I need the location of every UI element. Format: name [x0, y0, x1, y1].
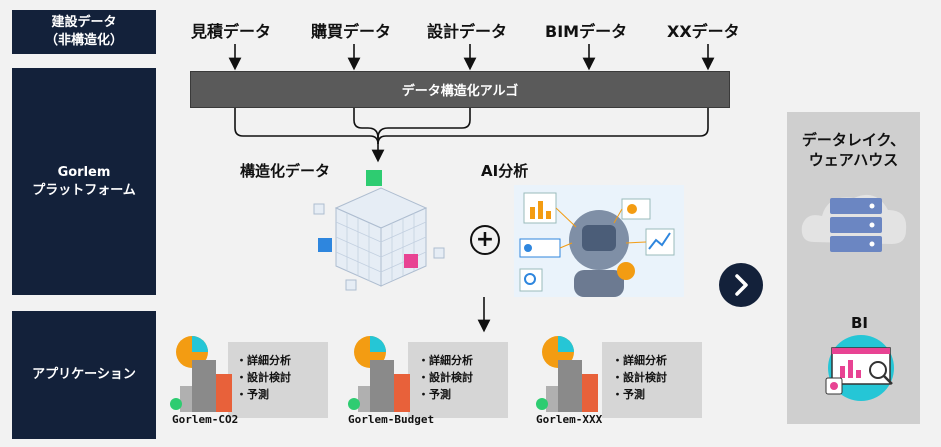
- structured-data-label: 構造化データ: [240, 162, 331, 180]
- app-co2-name: Gorlem-CO2: [172, 413, 239, 426]
- feature-item: ・設計検討: [236, 371, 291, 384]
- bi-label: BI: [851, 314, 869, 332]
- app-xxx-name: Gorlem-XXX: [536, 413, 603, 426]
- feature-item: ・設計検討: [612, 371, 667, 384]
- feature-item: ・設計検討: [418, 371, 473, 384]
- label-applications: アプリケーション: [12, 311, 156, 439]
- feature-item: ・予測: [418, 388, 451, 401]
- app-co2-features: ・詳細分析 ・設計検討 ・予測: [236, 352, 291, 403]
- data-structuring-algo-bar: データ構造化アルゴ: [190, 71, 730, 108]
- label-gorlem-platform: Gorlem プラットフォーム: [12, 68, 156, 295]
- app-card-budget: [408, 342, 508, 418]
- app-budget-features: ・詳細分析 ・設計検討 ・予測: [418, 352, 473, 403]
- feature-item: ・詳細分析: [418, 354, 473, 367]
- chevron-right-icon: [735, 274, 748, 296]
- next-arrow-button: [719, 263, 763, 307]
- source-bim-data: BIMデータ: [545, 22, 628, 41]
- app-card-co2: [228, 342, 328, 418]
- ai-analysis-label: AI分析: [481, 162, 529, 180]
- app-budget-name: Gorlem-Budget: [348, 413, 435, 426]
- source-design-data: 設計データ: [427, 22, 508, 41]
- app-co2-building-icon: [170, 336, 232, 412]
- app-budget-building-icon: [348, 336, 410, 412]
- source-purchase-data: 購買データ: [311, 22, 392, 41]
- server-cloud-icon: [801, 194, 907, 252]
- data-cube-icon: [313, 170, 445, 291]
- data-lake-title: データレイク、 ウェアハウス: [801, 131, 906, 169]
- app-card-xxx: [602, 342, 702, 418]
- source-estimate-data: 見積データ: [191, 22, 272, 41]
- source-xx-data: XXデータ: [667, 22, 740, 41]
- app-xxx-features: ・詳細分析 ・設計検討 ・予測: [612, 352, 667, 403]
- feature-item: ・詳細分析: [236, 354, 291, 367]
- feature-item: ・詳細分析: [612, 354, 667, 367]
- ai-robot-icon: [514, 185, 684, 297]
- label-construction-data: 建設データ （非構造化）: [12, 10, 156, 54]
- bi-dashboard-icon: [825, 335, 894, 401]
- plus-icon: +: [470, 225, 500, 255]
- feature-item: ・予測: [236, 388, 269, 401]
- feature-item: ・予測: [612, 388, 645, 401]
- app-xxx-building-icon: [536, 336, 598, 412]
